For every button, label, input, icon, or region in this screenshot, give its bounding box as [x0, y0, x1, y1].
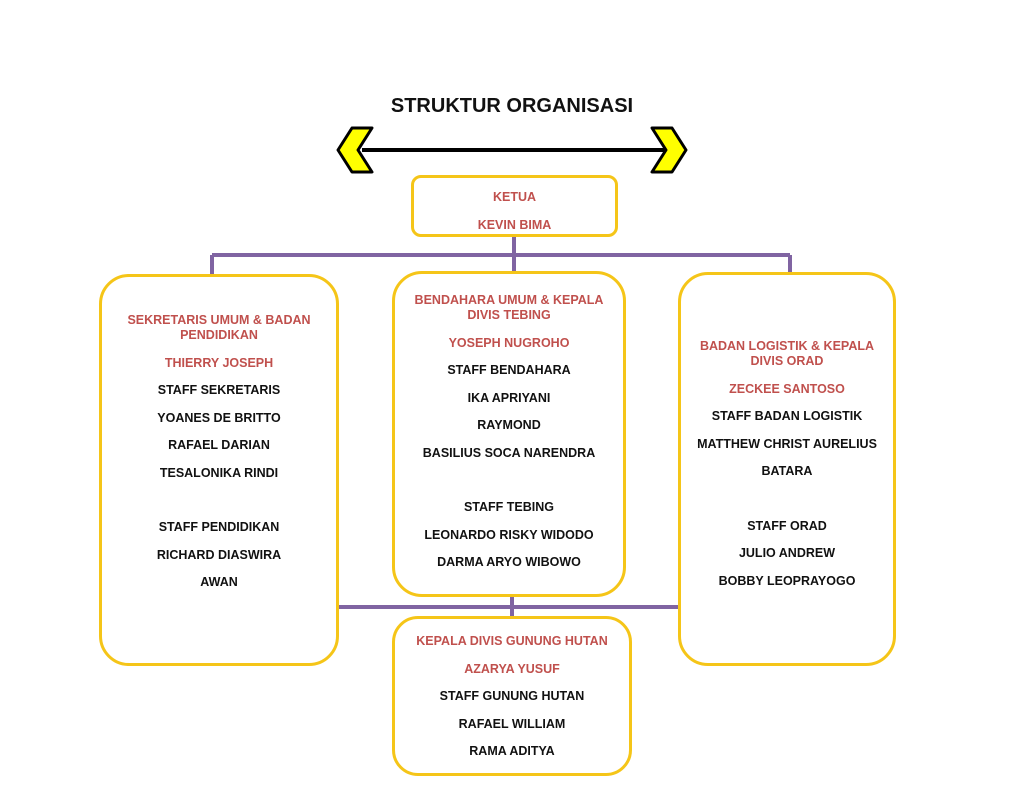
bendahara-box: BENDAHARA UMUM & KEPALA DIVIS TEBING YOS…: [392, 271, 626, 597]
page-title: STRUKTUR ORGANISASI: [390, 95, 634, 117]
staff-logistik-title: STAFF BADAN LOGISTIK: [711, 409, 863, 423]
staff-bendahara-title: STAFF BENDAHARA: [447, 363, 571, 377]
staff-member: RAFAEL WILLIAM: [458, 716, 566, 731]
ketua-box: KETUA KEVIN BIMA: [411, 175, 618, 237]
staff-member: LEONARDO RISKY WIDODO: [424, 527, 594, 542]
staff-tebing-title: STAFF TEBING: [463, 500, 555, 514]
gunung-hutan-role: KEPALA DIVIS GUNUNG HUTAN: [416, 634, 608, 648]
staff-member: BATARA: [761, 464, 813, 478]
staff-pendidikan-title: STAFF PENDIDIKAN: [158, 520, 280, 534]
staff-member: YOANES DE BRITTO: [157, 410, 281, 425]
logistik-role: BADAN LOGISTIK & KEPALA DIVIS ORAD: [699, 339, 875, 368]
staff-member: RAMA ADITYA: [469, 744, 555, 758]
bendahara-name: YOSEPH NUGROHO: [448, 335, 570, 350]
staff-member: BASILIUS SOCA NARENDRA: [422, 445, 596, 460]
staff-member: JULIO ANDREW: [738, 546, 836, 560]
staff-member: IKA APRIYANI: [467, 390, 551, 405]
double-arrow-icon: [336, 126, 688, 174]
staff-member: RAFAEL DARIAN: [168, 438, 270, 452]
sekretaris-box: SEKRETARIS UMUM & BADAN PENDIDIKAN THIER…: [99, 274, 339, 666]
staff-member: TESALONIKA RINDI: [159, 465, 279, 480]
bendahara-role: BENDAHARA UMUM & KEPALA DIVIS TEBING: [414, 293, 604, 322]
staff-member: RAYMOND: [477, 418, 541, 432]
staff-orad-title: STAFF ORAD: [747, 518, 827, 533]
logistik-name: ZECKEE SANTOSO: [729, 381, 845, 396]
ketua-name: KEVIN BIMA: [477, 217, 552, 232]
sekretaris-role: SEKRETARIS UMUM & BADAN PENDIDIKAN: [127, 313, 311, 342]
staff-gunung-hutan-title: STAFF GUNUNG HUTAN: [439, 689, 585, 703]
staff-member: MATTHEW CHRIST AURELIUS: [697, 436, 877, 451]
staff-member: AWAN: [200, 575, 238, 589]
gunung-hutan-box: KEPALA DIVIS GUNUNG HUTAN AZARYA YUSUF S…: [392, 616, 632, 776]
staff-member: DARMA ARYO WIBOWO: [437, 555, 581, 569]
logistik-box: BADAN LOGISTIK & KEPALA DIVIS ORAD ZECKE…: [678, 272, 896, 666]
staff-sekretaris-title: STAFF SEKRETARIS: [157, 383, 281, 397]
sekretaris-name: THIERRY JOSEPH: [164, 355, 274, 370]
staff-member: RICHARD DIASWIRA: [156, 547, 282, 562]
gunung-hutan-name: AZARYA YUSUF: [464, 661, 560, 676]
ketua-role: KETUA: [492, 190, 537, 204]
staff-member: BOBBY LEOPRAYOGO: [718, 573, 856, 588]
